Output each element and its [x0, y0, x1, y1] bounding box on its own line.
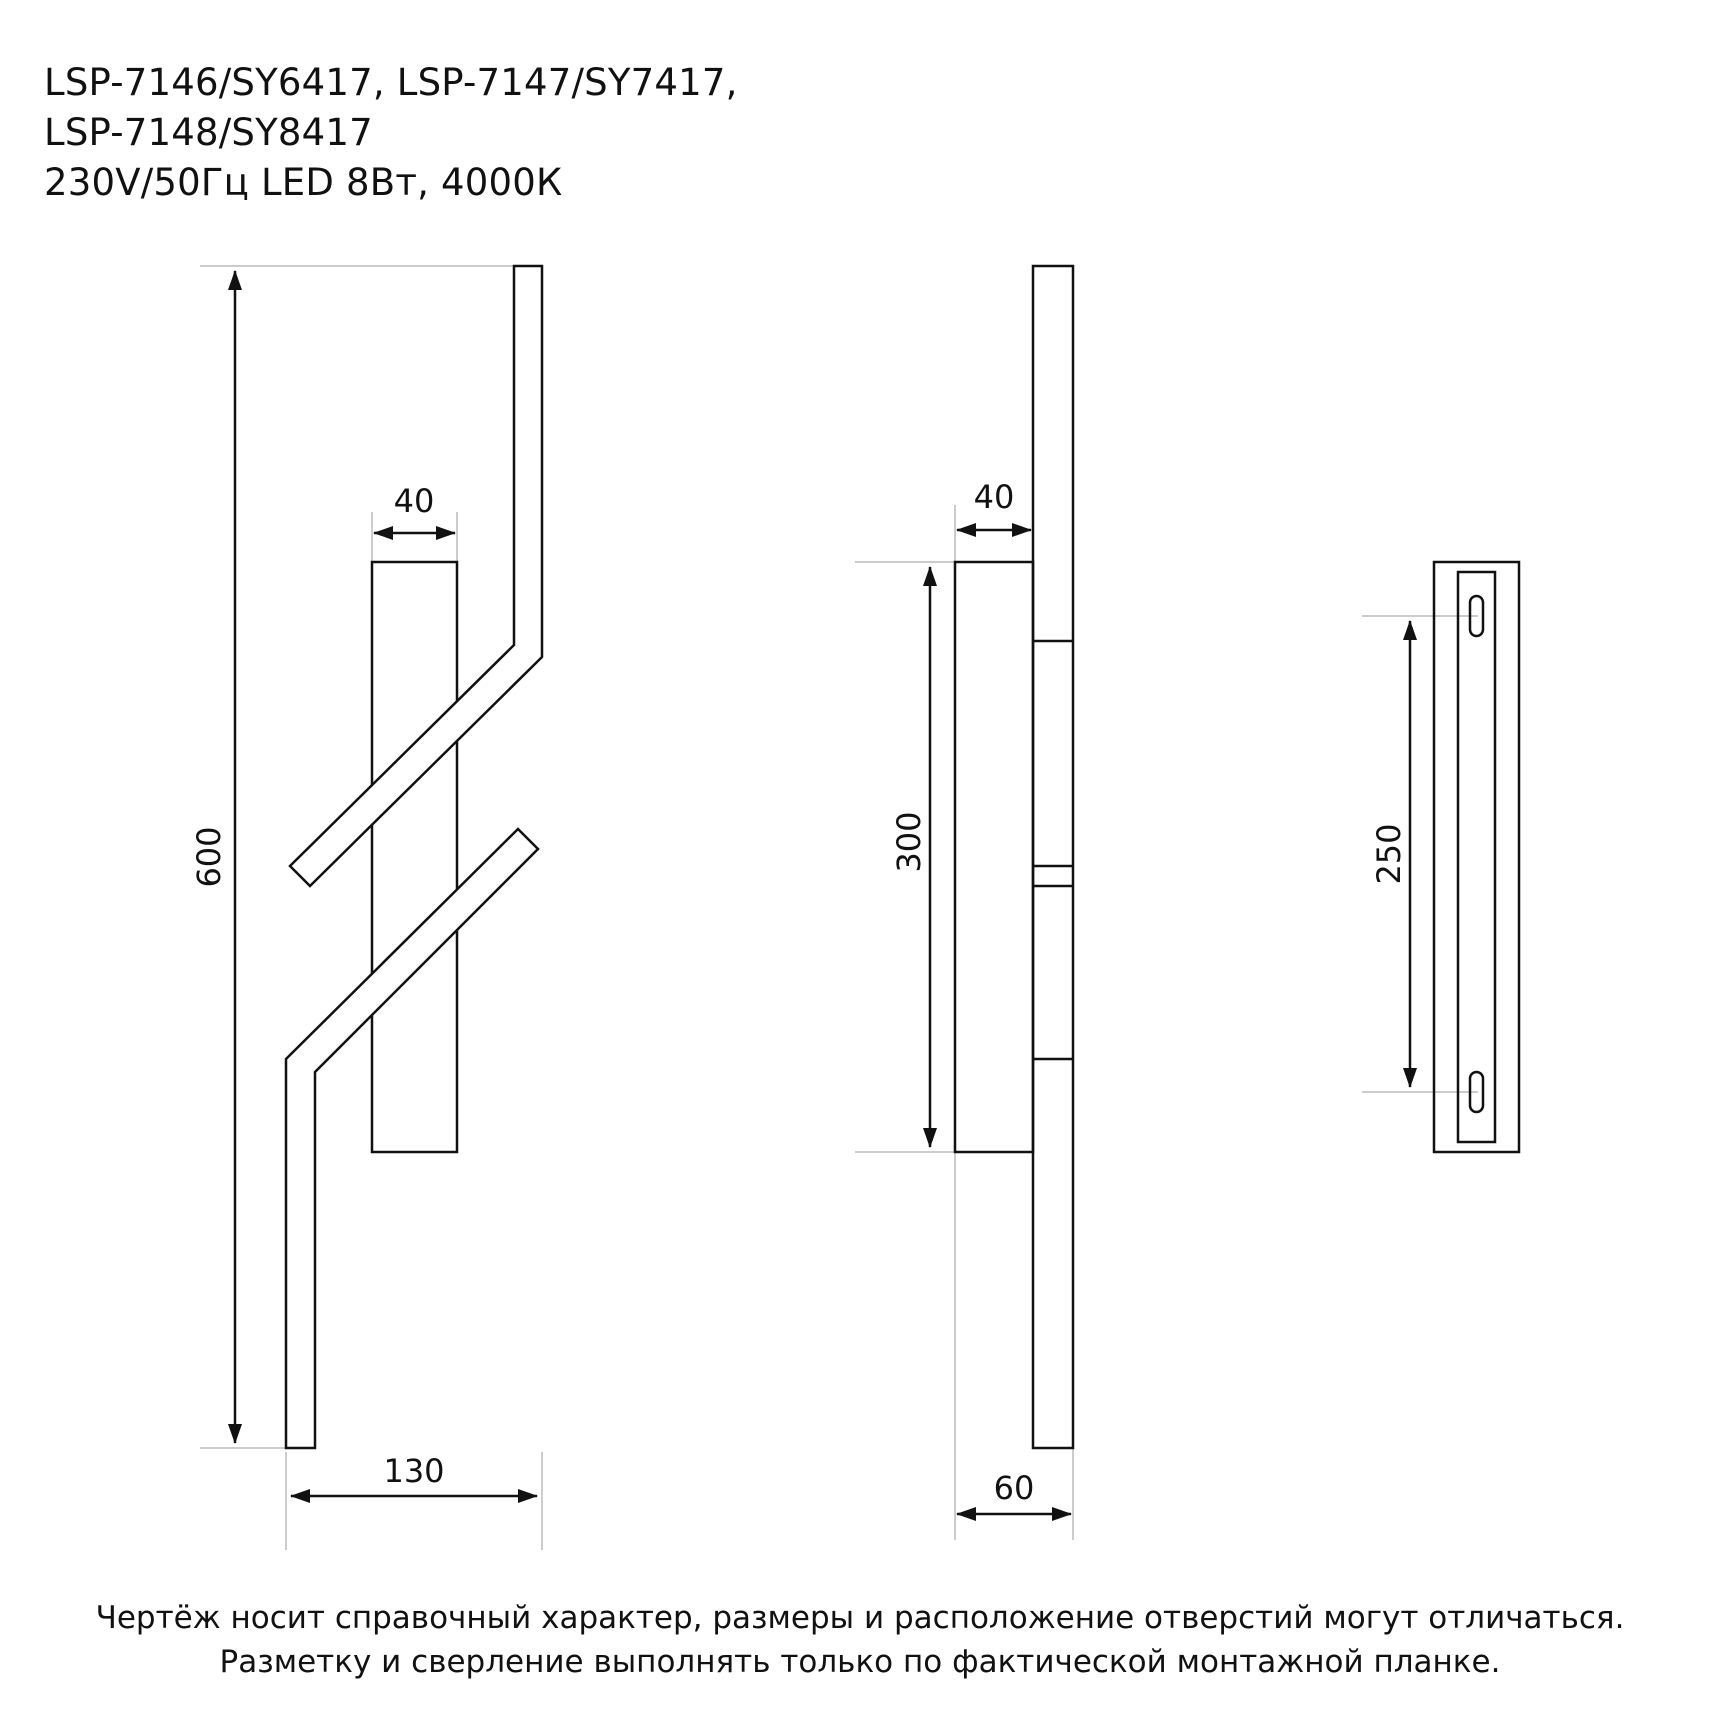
- model-line-2: LSP-7148/SY8417: [44, 111, 373, 154]
- side-mount-base: [953, 560, 1035, 1154]
- power-spec-line: 230V/50Гц LED 8Вт, 4000К: [44, 161, 563, 204]
- spec-header: LSP-7146/SY6417, LSP-7147/SY7417, LSP-71…: [44, 58, 738, 208]
- dim-label-40-side: 40: [974, 478, 1015, 516]
- mounting-plate-outer: [1432, 560, 1521, 1154]
- disclaimer-line-1: Чертёж носит справочный характер, размер…: [95, 1600, 1625, 1636]
- front-view: [200, 264, 544, 1550]
- model-line-1: LSP-7146/SY6417, LSP-7147/SY7417,: [44, 61, 738, 104]
- dim-label-600: 600: [190, 826, 228, 887]
- side-view: [855, 264, 1075, 1540]
- disclaimer-footer: Чертёж носит справочный характер, размер…: [0, 1596, 1720, 1684]
- front-mount-base: [370, 560, 459, 1154]
- front-upper-bar: [288, 264, 544, 888]
- mount-hole-top: [1468, 594, 1485, 638]
- mounting-plate-view: [1362, 560, 1521, 1154]
- mount-hole-bottom: [1468, 1070, 1485, 1114]
- disclaimer-line-2: Разметку и сверление выполнять только по…: [219, 1644, 1501, 1680]
- dim-label-250: 250: [1370, 823, 1408, 884]
- dim-label-130: 130: [383, 1452, 444, 1490]
- front-extension-lines: [200, 265, 543, 1550]
- front-lower-bar: [284, 827, 540, 1450]
- dim-label-60: 60: [994, 1469, 1035, 1507]
- dim-label-300: 300: [890, 811, 928, 872]
- side-light-bar: [1031, 264, 1075, 1450]
- dim-label-40-front: 40: [394, 482, 435, 520]
- side-extension-lines: [855, 505, 1074, 1540]
- mounting-plate-inner: [1456, 570, 1497, 1144]
